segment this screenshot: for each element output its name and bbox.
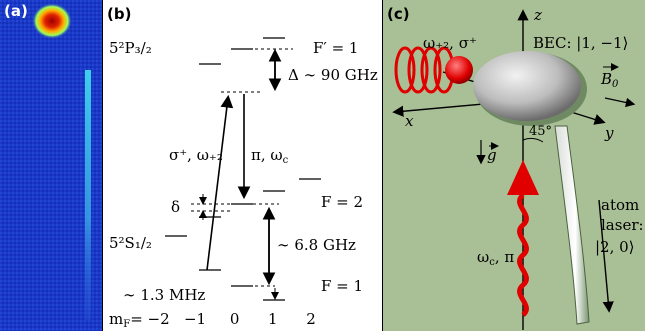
angle-label: 45° (529, 124, 552, 139)
panel-a-label: (a) (4, 2, 28, 20)
bec-ellipsoid (473, 51, 581, 121)
f1-label: F = 1 (321, 277, 363, 295)
panel-c-label: (c) (387, 5, 410, 23)
atom-laser-beam (85, 70, 91, 320)
bec-cloud (32, 3, 72, 39)
energy-level-diagram: (b) 5²P₃/₂ F′ = 1 Δ ∼ 90 GHz σ⁺, ω₊₂ π, … (107, 5, 378, 330)
sigma-beam-spiral (394, 46, 455, 94)
f1-levels (199, 269, 285, 301)
omega-sigma-label: ω₊₂, σ⁺ (423, 34, 477, 52)
svg-text:B0: B0 (600, 70, 619, 90)
mf-sub: F (123, 319, 130, 330)
pi-sub: c (283, 155, 289, 166)
y-label: y (604, 124, 614, 142)
mf-label: m (109, 310, 123, 328)
panel-a-absorption-image: (a) (0, 0, 103, 331)
panel-c-setup-schematic: (c) z x y ω₊₂, σ⁺ BEC: |1, −1⟩ B0 45° (383, 0, 645, 331)
atom-laser-tube (554, 125, 590, 325)
svg-text:ωc, π: ωc, π (477, 248, 514, 268)
atom-laser-direction-arrow (598, 199, 614, 313)
detuning-label: Δ ∼ 90 GHz (288, 66, 378, 84)
f2-label: F = 2 (321, 193, 363, 211)
hyperfine-label: ∼ 6.8 GHz (277, 236, 356, 254)
atom-laser-line2: laser: (601, 216, 644, 234)
x-label: x (405, 112, 414, 130)
sigma-transition-arrow (206, 94, 234, 271)
b0-sub: 0 (612, 79, 619, 90)
panel-b-label: (b) (107, 5, 131, 23)
svg-text:mF= −2 −1 0 1: mF= −2 −1 0 1 2 (109, 310, 316, 330)
svg-text:π, ωc: π, ωc (251, 146, 289, 166)
atom-laser-line3: |2, 0⟩ (595, 238, 635, 256)
panel-b-level-diagram: (b) 5²P₃/₂ F′ = 1 Δ ∼ 90 GHz σ⁺, ω₊₂ π, … (103, 0, 383, 331)
sigma-beam-head (445, 56, 473, 84)
excited-levels (199, 37, 285, 65)
small-delta-label: δ (171, 198, 180, 216)
f-prime-label: F′ = 1 (313, 39, 358, 57)
b0-label: B (600, 70, 612, 88)
omega-pi-label: ω (477, 248, 489, 266)
atom-laser-line1: atom (601, 196, 639, 214)
mf-values: = −2 −1 0 1 2 (130, 310, 316, 328)
setup-schematic: (c) z x y ω₊₂, σ⁺ BEC: |1, −1⟩ B0 45° (387, 5, 644, 330)
b0-arrow (604, 97, 636, 108)
g-label: g (487, 146, 497, 164)
pi-label: π, ω (251, 146, 283, 164)
absorption-image (0, 0, 102, 331)
pi-beam-head (507, 160, 539, 195)
z-label: z (533, 6, 542, 24)
pi-beam-wave (517, 193, 529, 317)
p-state-label: 5²P₃/₂ (109, 39, 152, 57)
zeeman-label: ∼ 1.3 MHz (123, 286, 205, 304)
s-state-label: 5²S₁/₂ (109, 234, 152, 252)
omega-pi-sub: c (489, 257, 495, 268)
f2-levels (165, 178, 321, 237)
omega-pi-rest: , π (495, 248, 515, 266)
sigma-label: σ⁺, ω₊₂ (169, 146, 223, 164)
bec-label: BEC: |1, −1⟩ (533, 34, 628, 52)
